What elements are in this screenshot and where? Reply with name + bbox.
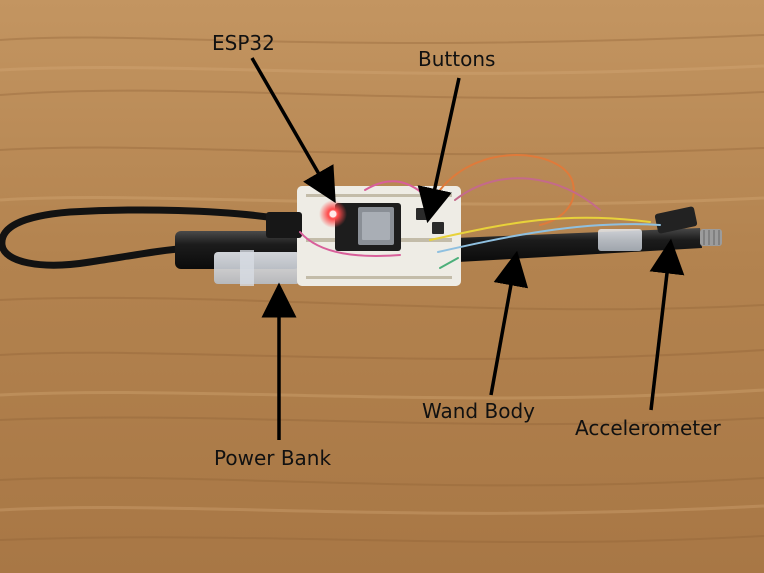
push-button-2 xyxy=(432,222,444,234)
push-button-1 xyxy=(416,208,428,220)
label-buttons: Buttons xyxy=(418,47,496,71)
power-bank-tape xyxy=(214,252,300,284)
label-power-bank: Power Bank xyxy=(214,446,332,470)
accelerometer-module xyxy=(654,206,698,234)
jumper-wires xyxy=(299,154,661,269)
arrow-accelerometer xyxy=(649,238,685,411)
wood-grain xyxy=(0,34,764,544)
power-bank-tape-edge xyxy=(240,250,254,286)
wand-tape xyxy=(598,229,642,251)
annotation-arrows xyxy=(250,57,685,440)
wood-grain-light xyxy=(0,64,764,515)
wand-tip xyxy=(700,229,722,246)
usb-connector xyxy=(266,212,302,238)
label-wand-body: Wand Body xyxy=(422,399,535,423)
usb-cable xyxy=(0,206,279,269)
label-esp32: ESP32 xyxy=(212,31,275,55)
arrow-wand-body xyxy=(489,250,529,396)
arrow-buttons xyxy=(417,77,461,224)
arrow-esp32 xyxy=(250,57,336,204)
wand-tip-thread xyxy=(703,230,720,245)
esp32-shield xyxy=(362,212,390,240)
label-accelerometer: Accelerometer xyxy=(575,416,721,440)
led xyxy=(329,210,337,218)
